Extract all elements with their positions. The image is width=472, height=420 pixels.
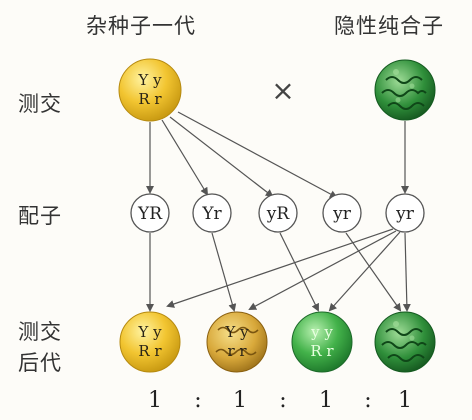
ratio-colon: : [364,388,371,413]
ratio-value: 1 [233,388,247,413]
ratio-row: 1: 1: 1: 1 [148,388,412,413]
row-label-gametes: 配子 [18,204,62,228]
offspring-2-genotype-2: r r [227,342,247,360]
offspring-2-genotype-1: Y y [224,323,249,341]
gamete-label: YR [137,204,163,224]
arrow-gamete-5-to-offspring-2 [248,230,397,310]
offspring-2-pea: Y y r r [206,311,268,373]
cross-symbol: × [271,74,294,107]
ratio-value: 1 [148,388,162,413]
ratio-value: 1 [319,388,333,413]
parent-hybrid-genotype-2: R r [138,90,162,108]
gamete-5: yr [385,193,425,233]
ratio-colon: : [194,388,201,413]
gamete-label: yr [332,204,352,224]
arrow-gamete-4-to-offspring-4 [345,232,402,312]
arrow-gamete-5-to-offspring-4 [402,232,411,312]
row-label-offspring-2: 后代 [18,351,62,375]
gamete-3: yR [258,193,298,233]
arrow-parent-to-gamete-4 [177,111,338,198]
offspring-3-genotype-1: y y [310,323,333,341]
offspring-3-genotype-2: R r [310,342,334,360]
offspring-1-genotype-1: Y y [137,323,162,341]
parent-hybrid-pea: Y y R r [118,58,182,122]
gamete-label: yR [266,204,291,224]
header-recessive: 隐性纯合子 [334,14,444,38]
arrow-parent-to-gamete-3 [169,116,274,198]
offspring-4-pea [374,311,436,373]
arrow-parent-to-gamete-2 [161,119,209,196]
gamete-circle [192,193,232,233]
arrow-gamete-5-to-offspring-3 [328,231,401,312]
row-label-testcross: 测交 [18,92,62,116]
gamete-circle [258,193,298,233]
offspring-1-pea: Y y R r [119,311,181,373]
arrow-gamete-5-to-offspring-1 [166,228,394,308]
ratio-colon: : [279,388,286,413]
arrow-gamete-2-to-offspring-2 [211,232,237,312]
parent-hybrid-genotype-1: Y y [137,71,162,89]
gamete-circle [385,193,425,233]
gametes-row: YR Yr yR yr yr [130,193,425,233]
arrow-gamete-3-to-offspring-3 [279,232,319,312]
arrows-layer [146,111,411,312]
row-label-offspring-1: 测交 [18,320,62,344]
gamete-circle [322,193,362,233]
parent-recessive-pea [374,59,436,121]
ratio-value: 1 [398,388,412,413]
gamete-circle [130,193,170,233]
gamete-label: Yr [201,204,222,224]
gamete-1: YR [130,193,170,233]
offspring-1-genotype-2: R r [138,342,162,360]
gamete-label: yr [395,204,415,224]
header-hybrid: 杂种子一代 [86,14,196,38]
offspring-3-pea: y y R r [291,311,353,373]
gamete-2: Yr [192,193,232,233]
gamete-4: yr [322,193,362,233]
